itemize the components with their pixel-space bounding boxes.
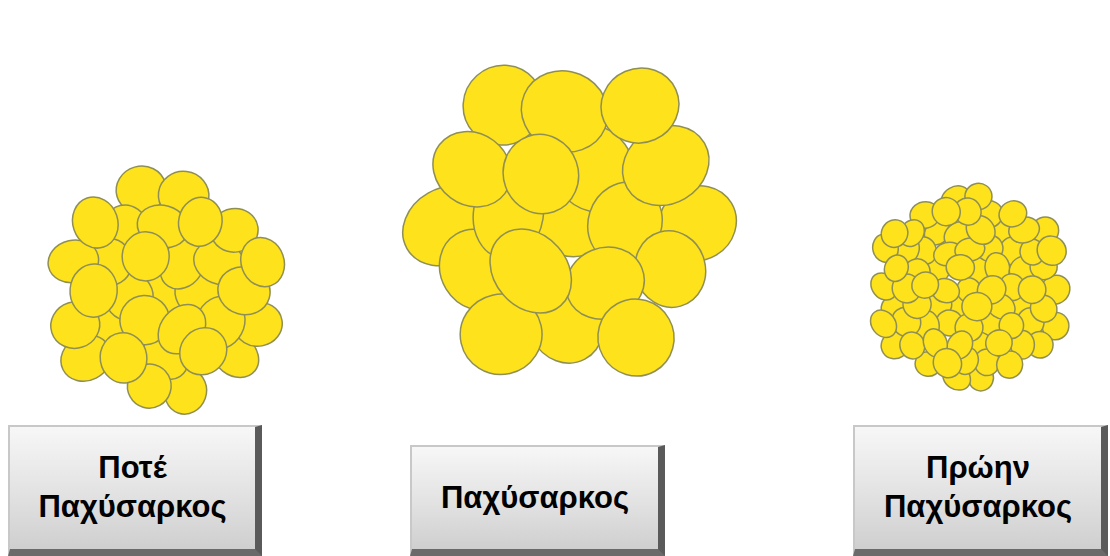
fat-cell-cluster: [865, 181, 1076, 395]
fat-cell-cluster: [388, 49, 750, 390]
fat-cell: [492, 124, 589, 224]
label-text: Πρώην Παχύσαρκος: [865, 449, 1091, 527]
fat-cell-cluster: [44, 160, 291, 420]
label-button: Ποτέ Παχύσαρκος: [8, 425, 262, 556]
fat-cell: [961, 292, 992, 322]
label-text: Ποτέ Παχύσαρκος: [20, 449, 245, 527]
fat-cell: [995, 196, 1031, 231]
fat-cell: [926, 192, 965, 232]
fat-cell: [928, 343, 967, 383]
fat-cell: [876, 215, 912, 252]
label-button: Πρώην Παχύσαρκος: [853, 425, 1108, 556]
fat-cell: [945, 253, 976, 281]
fat-cell: [97, 330, 151, 387]
fat-cell: [589, 56, 691, 156]
fat-cell: [174, 193, 227, 251]
fat-cell: [981, 325, 1017, 360]
fat-cell: [584, 285, 688, 389]
fat-cell: [68, 262, 120, 319]
fat-cell: [234, 231, 291, 292]
fat-cell: [473, 213, 588, 330]
fat-cell: [1031, 230, 1072, 271]
fat-cell: [66, 191, 125, 254]
fat-cell: [907, 267, 944, 303]
fat-cell: [880, 251, 912, 285]
label-button: Παχύσαρκος: [410, 445, 665, 556]
label-text: Παχύσαρκος: [441, 479, 629, 518]
fat-cell: [1017, 275, 1047, 305]
fat-cell: [865, 305, 902, 343]
fat-cell: [121, 230, 171, 282]
fat-cell: [170, 318, 236, 384]
